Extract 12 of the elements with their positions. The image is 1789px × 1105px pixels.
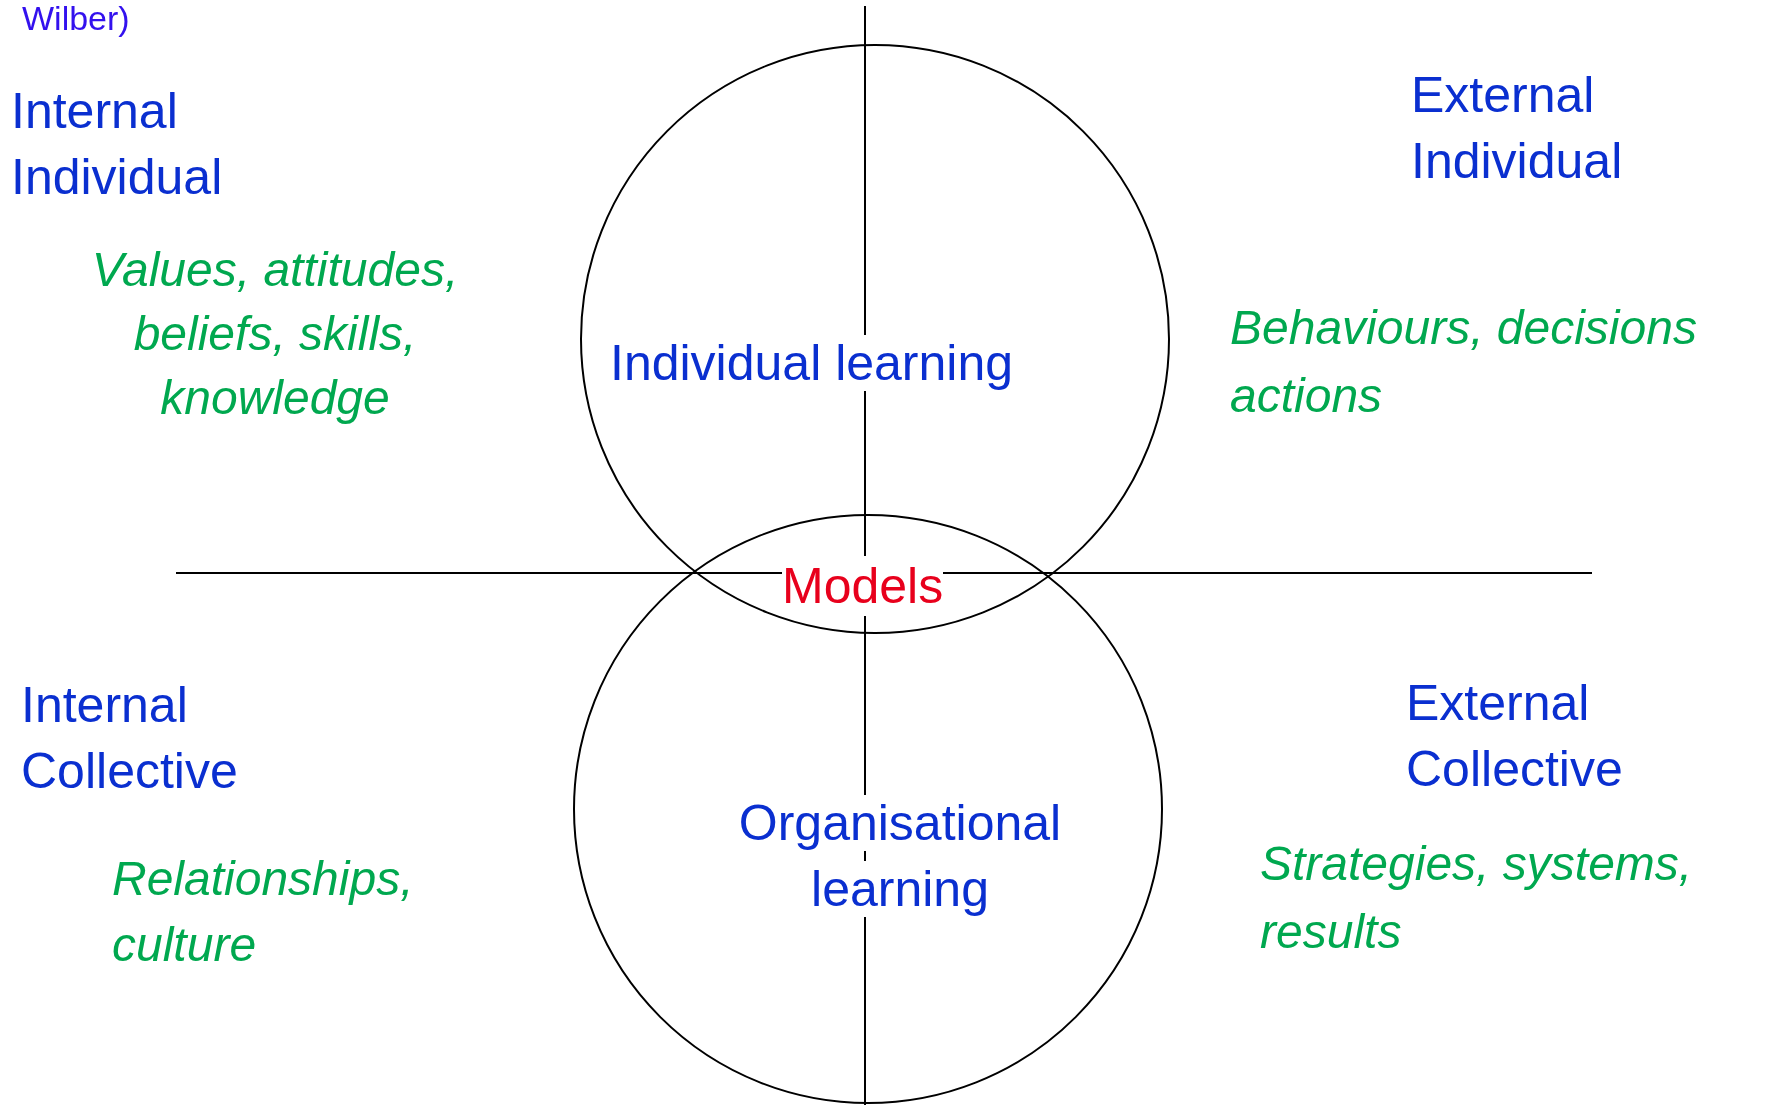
text-fragment: Wilber) — [22, 0, 131, 38]
quadrant-heading: Internal Collective — [21, 676, 239, 801]
quadrant-description: Values, attitudes, beliefs, skills, knowledge — [90, 242, 460, 426]
quadrant-heading: External Individual — [1411, 66, 1624, 191]
quadrant-heading: External Collective — [1406, 674, 1624, 799]
quadrant-heading: Internal Individual — [11, 82, 224, 207]
circle — [573, 514, 1163, 1104]
circle — [580, 44, 1170, 634]
quadrant-description: Relationships, culture — [112, 851, 415, 973]
quadrant-description: Strategies, systems, results — [1260, 836, 1694, 960]
quadrant-description: Behaviours, decisions actions — [1230, 300, 1698, 424]
overlap-label: Models — [782, 556, 944, 616]
